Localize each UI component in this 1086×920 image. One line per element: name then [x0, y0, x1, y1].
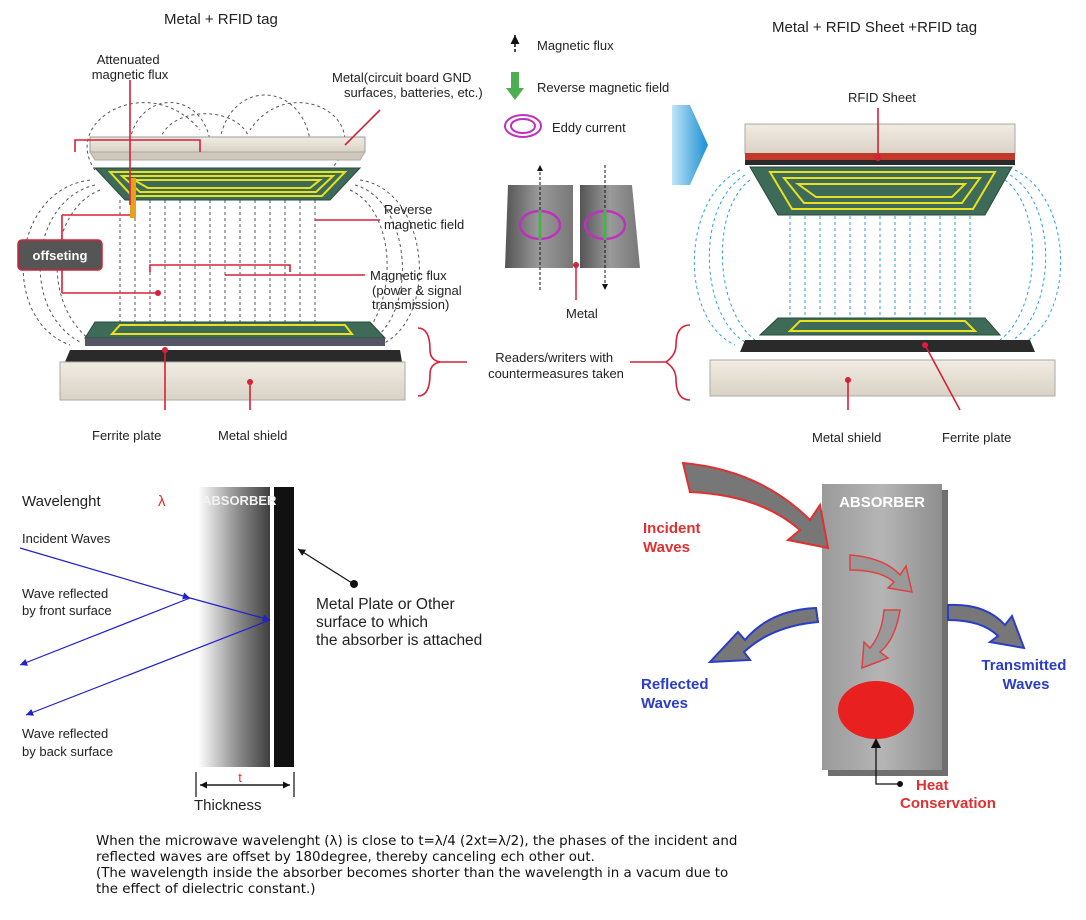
caption: When the microwave wavelenght (λ) is clo… [96, 834, 1076, 898]
left-rfid-tag [93, 167, 362, 218]
label-ferrite-left: Ferrite plate [92, 428, 161, 443]
legend-metal: Metal [566, 306, 598, 321]
top-right-title: Metal + RFID Sheet +RFID tag [772, 19, 977, 36]
absorber-slab [198, 487, 294, 767]
caption-line-3: (The wavelength inside the absorber beco… [96, 866, 729, 881]
label-metal-shield-left: Metal shield [218, 428, 287, 443]
thickness-dimension [195, 772, 295, 797]
left-flux-lines [22, 94, 420, 346]
internal-arrow-1-icon [849, 554, 913, 593]
label-ferrite-right: Ferrite plate [942, 430, 1011, 445]
label-metal-shield-right: Metal shield [812, 430, 881, 445]
label-metal-plate: Metal Plate or Other surface to which th… [316, 596, 482, 649]
offseting-text: offseting [33, 248, 88, 263]
right-reader [709, 317, 1056, 397]
legend-reverse-field: Reverse magnetic field [537, 80, 669, 95]
label-magnetic-flux: Magnetic flux (power & signal transmissi… [370, 268, 465, 312]
label-reflected-waves: Reflected Waves [641, 676, 713, 712]
right-leaders [630, 108, 961, 411]
transition-arrow-icon [672, 105, 708, 185]
legend-magnetic-flux: Magnetic flux [537, 38, 614, 53]
left-leaders [61, 80, 467, 410]
label-attenuated: Attenuated magnetic flux [92, 52, 169, 82]
label-incident-waves: Incident Waves [22, 531, 111, 546]
label-heat-conservation: Heat Conservation [900, 777, 996, 812]
absorber-label-left: ABSORBER [202, 493, 277, 508]
wave-lines [19, 547, 271, 716]
label-reflected-back: Wave reflected by back surface [22, 726, 113, 759]
metal-block-right [580, 185, 640, 268]
left-leader-dots [155, 290, 253, 385]
label-reflected-front: Wave reflected by front surface [22, 586, 112, 618]
caption-line-1: When the microwave wavelenght (λ) is clo… [96, 834, 738, 849]
right-flux-lines [693, 169, 1062, 346]
label-incident-waves-right: Incident Waves [643, 520, 705, 556]
legend: Magnetic flux Reverse magnetic field Edd… [488, 35, 669, 381]
reverse-field-arrow-icon [506, 72, 524, 100]
label-readers: Readers/writers with countermeasures tak… [488, 350, 624, 381]
right-rfid-tag [749, 166, 1013, 216]
reflected-arrow-icon [707, 606, 820, 664]
eddy-current-icon [504, 114, 542, 138]
heat-leader [875, 742, 898, 785]
legend-eddy-current: Eddy current [552, 120, 626, 135]
incident-arrow-icon [681, 461, 830, 550]
label-thickness: Thickness [194, 797, 262, 814]
label-rfid-sheet: RFID Sheet [848, 90, 916, 105]
top-left-title: Metal + RFID tag [164, 11, 278, 28]
heat-spot [838, 681, 914, 739]
label-wavelength: Wavelenght [22, 493, 101, 510]
caption-line-4: the effect of dielectric constant.) [96, 882, 316, 897]
label-t: t [238, 770, 242, 785]
left-reader [59, 321, 406, 401]
label-metal-gnd: Metal(circuit board GND surfaces, batter… [332, 70, 483, 100]
offseting-badge: offseting [17, 239, 103, 271]
label-transmitted-waves: Transmitted Waves [981, 657, 1070, 693]
label-reverse-field: Reverse magnetic field [384, 202, 464, 232]
absorber-label-right: ABSORBER [839, 494, 925, 511]
transmitted-arrow-icon [947, 603, 1026, 650]
internal-arrow-2-icon [861, 609, 901, 670]
caption-line-2: reflected waves are offset by 180degree,… [96, 850, 595, 865]
label-lambda: λ [158, 493, 166, 510]
